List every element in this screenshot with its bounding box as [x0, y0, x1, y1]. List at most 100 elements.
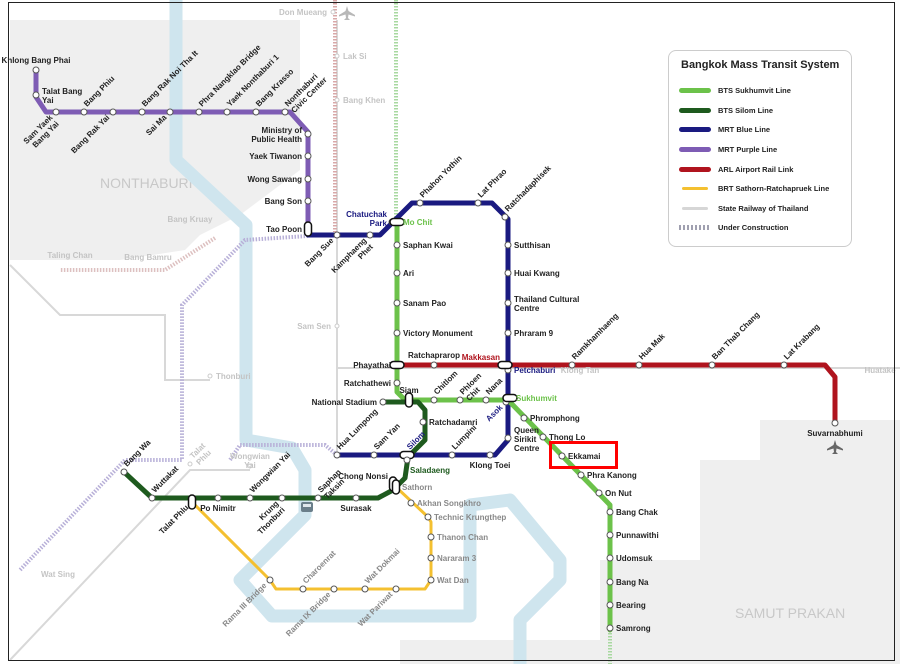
station-nararam-3[interactable]: [427, 554, 435, 562]
station-phraram-9[interactable]: [504, 329, 512, 337]
station-mo-chit[interactable]: [389, 217, 405, 227]
station-wuttakat[interactable]: [148, 494, 156, 502]
station-bang-rak-yai[interactable]: [109, 108, 117, 116]
station-samrong[interactable]: [606, 624, 614, 632]
station-thong-lo[interactable]: [539, 433, 547, 441]
legend-swatch: [679, 127, 711, 133]
station-nonthaburi-civic-center[interactable]: [281, 108, 289, 116]
srt-station-talat-phlu[interactable]: [187, 461, 193, 467]
station-chitlom[interactable]: [430, 396, 438, 404]
station-technic-krungthep[interactable]: [424, 513, 432, 521]
station-akhan-songkhro[interactable]: [407, 499, 415, 507]
station-phloen-chit[interactable]: [456, 396, 464, 404]
station-victory-monument[interactable]: [393, 329, 401, 337]
station-bang-chak[interactable]: [606, 508, 614, 516]
station-udomsuk[interactable]: [606, 554, 614, 562]
station-ekkamai[interactable]: [558, 452, 566, 460]
legend-swatch: [679, 225, 711, 231]
station-bang-son[interactable]: [304, 197, 312, 205]
station-wat-dokmai[interactable]: [361, 585, 369, 593]
station-ratchaprarop[interactable]: [430, 361, 438, 369]
station-bang-rak-noi-tha-it[interactable]: [138, 108, 146, 116]
station-saphan-taksin[interactable]: [314, 494, 322, 502]
srt-station-sam-sen[interactable]: [334, 323, 340, 329]
station-wat-dan[interactable]: [427, 576, 435, 584]
station-phahon-yothin[interactable]: [416, 199, 424, 207]
station-phra-nangklao-bridge[interactable]: [195, 108, 203, 116]
station-national-stadium[interactable]: [379, 398, 387, 406]
station-yaek-nonthaburi-1[interactable]: [223, 108, 231, 116]
station-rama-iii-bridge[interactable]: [266, 576, 274, 584]
station-sukhumvit[interactable]: [502, 393, 518, 403]
station-makkasan[interactable]: [497, 360, 513, 370]
station-lumpini[interactable]: [448, 451, 456, 459]
station-ramkhamhaeng[interactable]: [568, 361, 576, 369]
srt-station-thonburi[interactable]: [207, 373, 213, 379]
legend-item: MRT Blue Line: [679, 120, 841, 140]
station-talat-phlu[interactable]: [187, 494, 197, 510]
station-thanon-chan[interactable]: [427, 533, 435, 541]
station-po-nimitr[interactable]: [214, 494, 222, 502]
station-sathorn[interactable]: [391, 479, 401, 495]
srt-station-wongwian-yai[interactable]: [247, 463, 253, 469]
station-thailand-cultural-centre[interactable]: [504, 299, 512, 307]
station-lat-phrao[interactable]: [474, 199, 482, 207]
station-ministry-of-public-health[interactable]: [304, 130, 312, 138]
station-huai-kwang[interactable]: [504, 269, 512, 277]
station-label-saladaeng: Saladaeng: [410, 466, 450, 475]
station-krung-thonburi[interactable]: [278, 494, 286, 502]
station-yaek-tiwanon[interactable]: [304, 152, 312, 160]
station-wat-pariwat[interactable]: [392, 585, 400, 593]
station-rama-ix-bridge[interactable]: [330, 585, 338, 593]
station-sanam-pao[interactable]: [393, 299, 401, 307]
station-label-mo-chit: Mo Chit: [403, 218, 433, 227]
station-bearing[interactable]: [606, 601, 614, 609]
srt-station-don-mueang[interactable]: [330, 9, 336, 15]
station-talat-bang-yai[interactable]: [32, 91, 40, 99]
station-label-wuttakat: Wuttakat: [150, 464, 180, 494]
station-wongwian-yai[interactable]: [246, 494, 254, 502]
station-khlong-bang-phai[interactable]: [32, 66, 40, 74]
station-ban-thab-chang[interactable]: [708, 361, 716, 369]
station-bang-krasso[interactable]: [252, 108, 260, 116]
station-saladaeng[interactable]: [403, 456, 411, 464]
station-kamphaeng-phet[interactable]: [366, 231, 374, 239]
station-bang-wa[interactable]: [120, 468, 128, 476]
station-tao-poon[interactable]: [303, 221, 313, 237]
station-bang-na[interactable]: [606, 578, 614, 586]
station-on-nut[interactable]: [595, 489, 603, 497]
station-lat-krabang[interactable]: [780, 361, 788, 369]
station-nana[interactable]: [482, 396, 490, 404]
srt-station-bang-khen[interactable]: [334, 97, 340, 103]
station-phra-kanong[interactable]: [577, 471, 585, 479]
station-ratchathewi[interactable]: [393, 379, 401, 387]
legend-item: ARL Airport Rail Link: [679, 159, 841, 179]
station-sutthisan[interactable]: [504, 241, 512, 249]
station-sai-ma[interactable]: [166, 108, 174, 116]
station-queen-sirikit-centre[interactable]: [504, 434, 512, 442]
station-phayathai[interactable]: [389, 360, 405, 370]
station-label-siam: Siam: [399, 386, 418, 395]
srt-station-lak-si[interactable]: [334, 53, 340, 59]
legend: Bangkok Mass Transit System BTS Sukhumvi…: [668, 50, 852, 247]
station-ari[interactable]: [393, 269, 401, 277]
station-wong-sawang[interactable]: [304, 175, 312, 183]
station-bang-phiu[interactable]: [80, 108, 88, 116]
station-ratchadamri[interactable]: [419, 418, 427, 426]
station-sam-yan[interactable]: [370, 451, 378, 459]
station-hua-mak[interactable]: [635, 361, 643, 369]
station-punnawithi[interactable]: [606, 531, 614, 539]
station-surasak[interactable]: [352, 494, 360, 502]
station-klong-toei[interactable]: [486, 451, 494, 459]
station-siam[interactable]: [404, 392, 414, 408]
station-suvarnabhumi[interactable]: [831, 419, 839, 427]
station-sam-yaek-bang-yai[interactable]: [52, 108, 60, 116]
station-ratchadaphisek[interactable]: [501, 213, 509, 221]
station-charoenrat[interactable]: [299, 585, 307, 593]
station-saphan-kwai[interactable]: [393, 241, 401, 249]
station-phromphong[interactable]: [520, 414, 528, 422]
station-hua-lumpong[interactable]: [333, 451, 341, 459]
station-bang-sue[interactable]: [333, 231, 341, 239]
